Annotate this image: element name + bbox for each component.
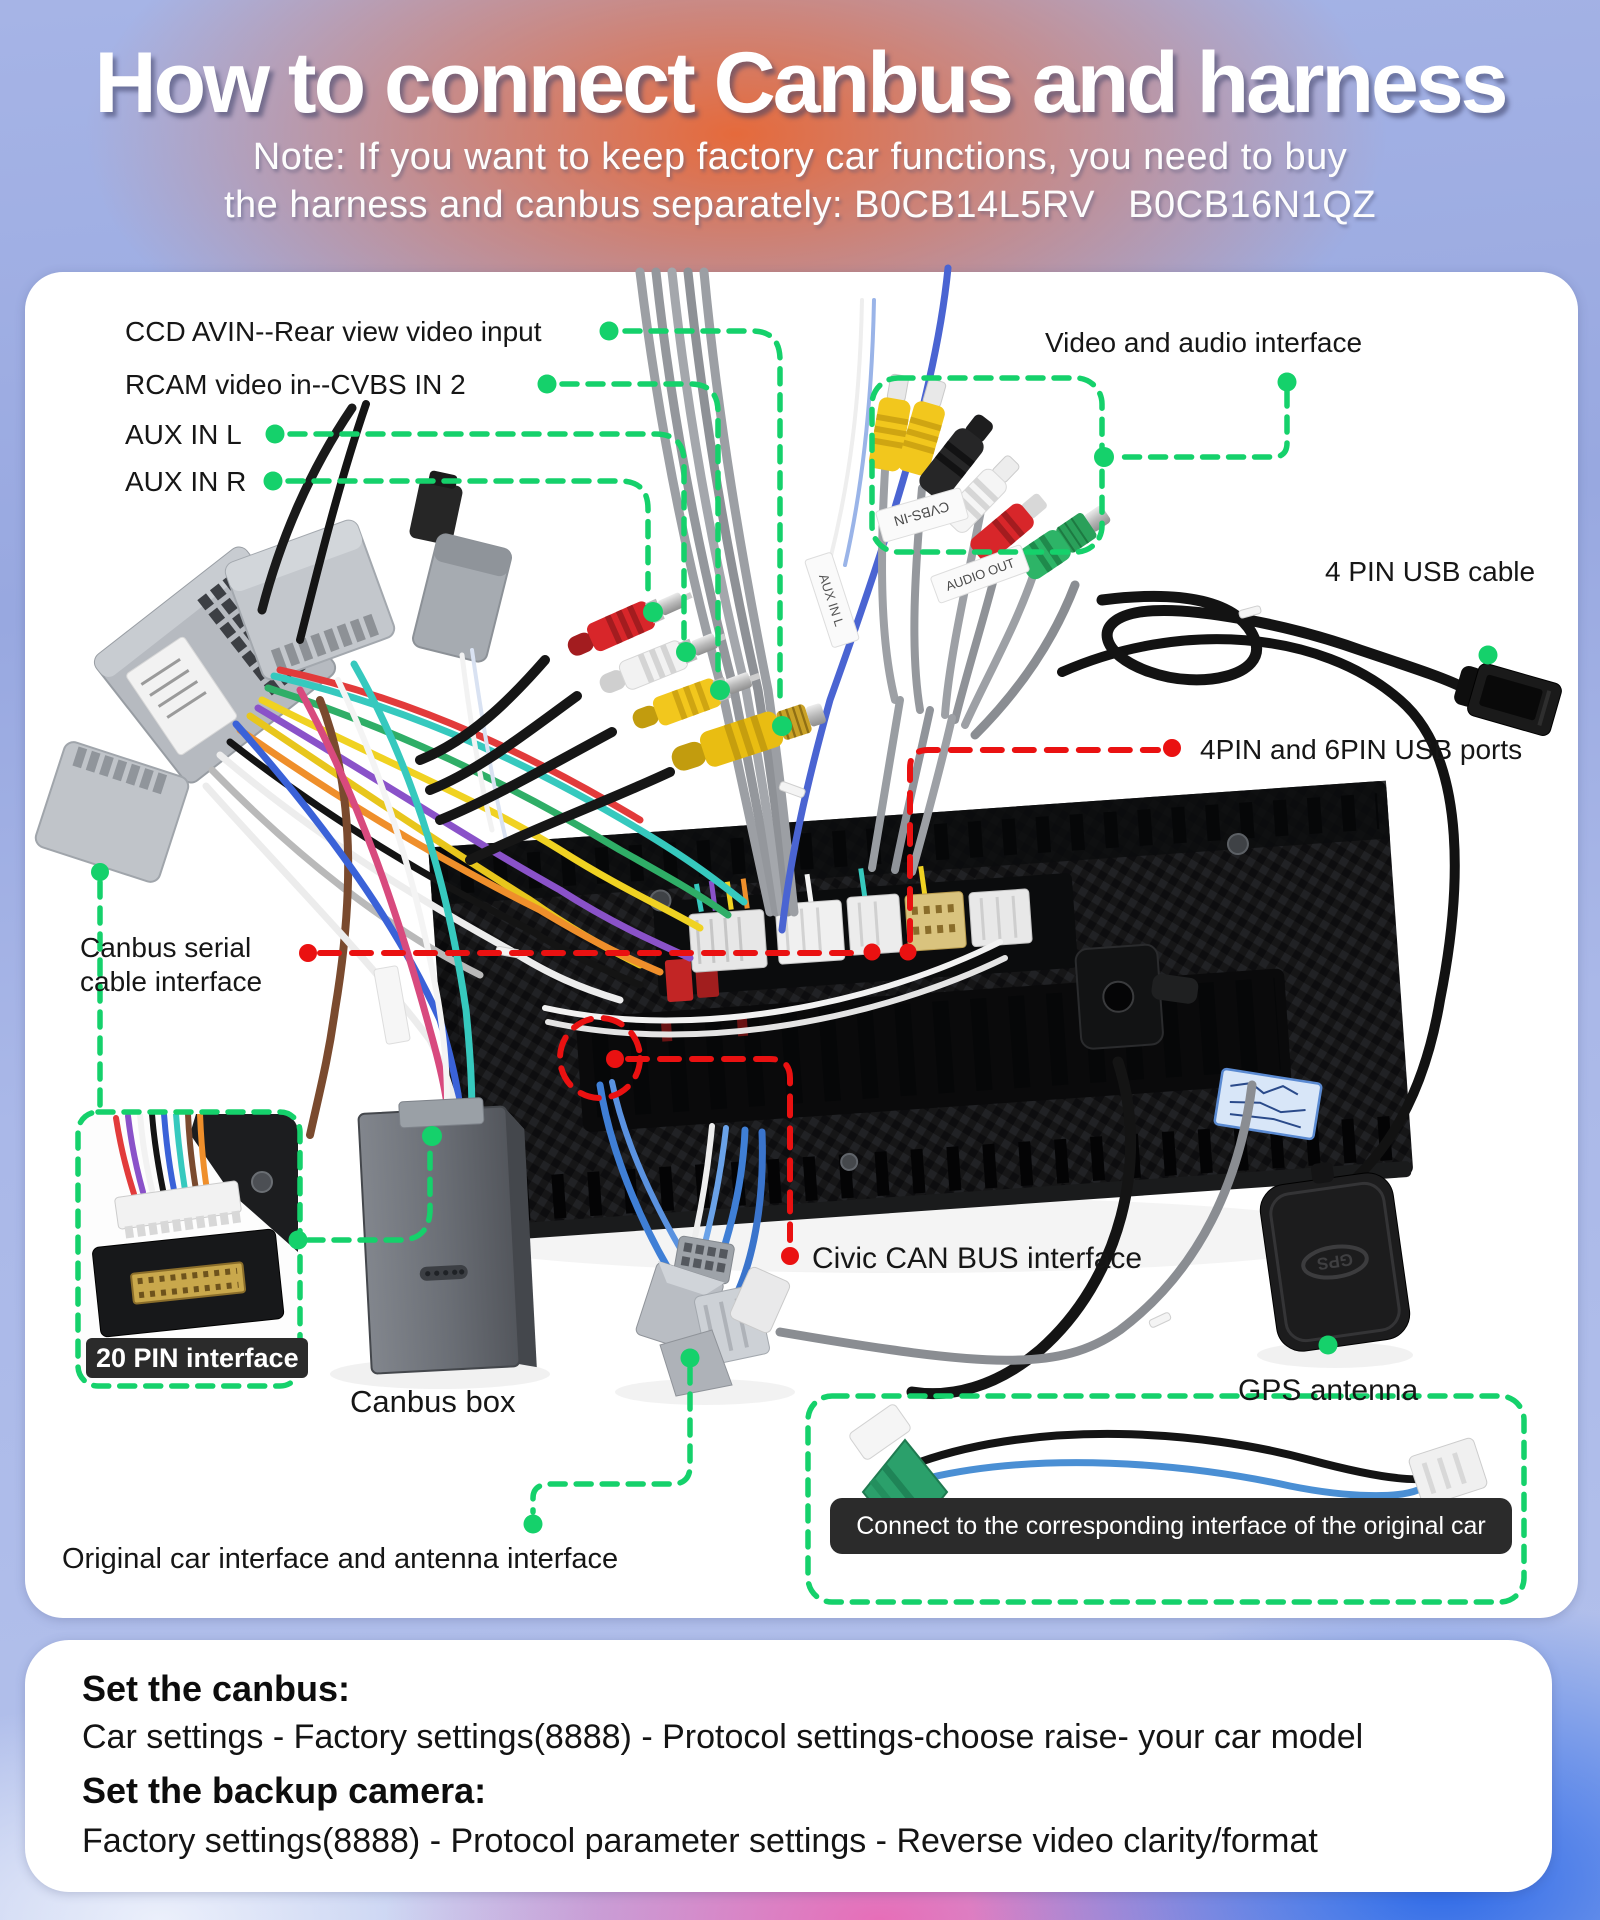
note-line-1: Note: If you want to keep factory car fu…	[252, 136, 1348, 178]
gray-housing-small	[412, 533, 512, 663]
label-aux-in-l: AUX IN L	[125, 419, 242, 450]
label-gps-antenna: GPS antenna	[1238, 1374, 1419, 1407]
leader-lines-green	[75, 328, 1527, 1605]
set-camera-body: Factory settings(8888) - Protocol parame…	[82, 1822, 1318, 1860]
page-title: How to connect Canbus and harness	[94, 35, 1509, 131]
rca-plug-yellow-2	[671, 703, 826, 771]
video-audio-plugs	[868, 373, 1111, 580]
leader-dots-green	[91, 321, 1498, 1534]
gps-antenna: GPS	[1259, 1162, 1411, 1352]
label-canbus-serial-1: Canbus serial	[80, 932, 252, 963]
iso-connector-lower	[34, 741, 190, 883]
cable-tag-aux: AUX IN L	[804, 552, 860, 648]
label-rcam: RCAM video in--CVBS IN 2	[125, 369, 466, 400]
set-camera-heading: Set the backup camera:	[82, 1770, 487, 1811]
set-canbus-body: Car settings - Factory settings(8888) - …	[82, 1718, 1364, 1756]
set-canbus-heading: Set the canbus:	[82, 1668, 351, 1709]
leader-lines-red	[317, 747, 1161, 1243]
cable-tag-blank	[373, 965, 411, 1045]
label-original-car: Original car interface and antenna inter…	[62, 1543, 619, 1575]
label-canbus-box: Canbus box	[350, 1384, 516, 1419]
label-aux-in-r: AUX IN R	[125, 466, 247, 497]
label-civic-canbus: Civic CAN BUS interface	[812, 1242, 1143, 1275]
label-ccd-avin: CCD AVIN--Rear view video input	[125, 316, 542, 347]
label-usb-cable: 4 PIN USB cable	[1325, 556, 1536, 587]
leader-dots-red	[299, 739, 1181, 1265]
note-line-2: the harness and canbus separately: B0CB1…	[223, 184, 1377, 226]
original-car-connectors	[635, 1235, 791, 1397]
canbus-box	[357, 1097, 537, 1375]
label-connect-original: Connect to the corresponding interface o…	[830, 1498, 1512, 1554]
instructions-panel	[25, 1640, 1552, 1892]
label-20pin-interface: 20 PIN interface	[86, 1338, 308, 1378]
usb-connector	[1454, 663, 1562, 736]
cable-tag-cvbs: CVBS-IN	[875, 487, 969, 543]
label-usb-ports: 4PIN and 6PIN USB ports	[1200, 734, 1523, 765]
label-canbus-serial-2: cable interface	[80, 966, 263, 997]
rca-plug-red	[567, 592, 693, 656]
label-video-audio: Video and audio interface	[1045, 327, 1363, 358]
svg-text:GPS: GPS	[1316, 1250, 1354, 1274]
